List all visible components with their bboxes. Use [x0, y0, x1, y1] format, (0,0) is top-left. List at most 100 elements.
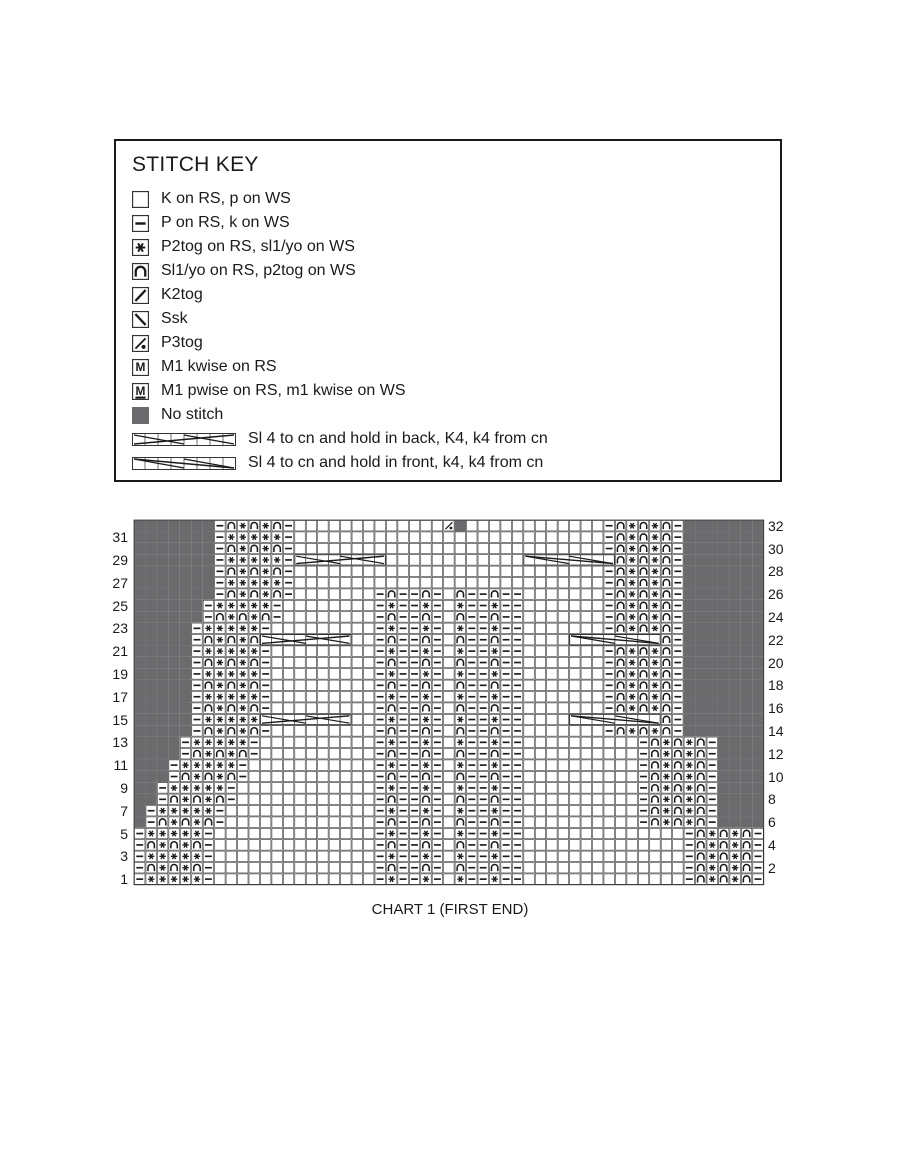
- chart-cell: [374, 816, 386, 828]
- chart-cell: [191, 770, 203, 783]
- chart-cell: [557, 873, 569, 885]
- chart-cell: [294, 656, 306, 669]
- chart-cell: [225, 611, 237, 623]
- chart-cell: [649, 645, 661, 657]
- chart-cell: [569, 599, 581, 612]
- chart-cell: [145, 827, 157, 840]
- chart-cell: [317, 805, 329, 817]
- chart-cell: [180, 736, 192, 748]
- chart-cell: [740, 656, 753, 669]
- chart-cell: [397, 782, 409, 794]
- chart-cell: [294, 805, 306, 817]
- chart-cell: [191, 805, 203, 817]
- chart-cell: [466, 588, 478, 600]
- chart-cell: [454, 713, 466, 726]
- chart-cell: [672, 805, 684, 817]
- chart-cell: [695, 839, 707, 851]
- chart-cell: [305, 759, 317, 771]
- chart-cell: [191, 554, 203, 566]
- chart-cell: [569, 793, 581, 805]
- stitch-key-item: P3tog: [132, 332, 203, 354]
- chart-cell: [271, 520, 283, 532]
- chart-cell: [672, 520, 684, 532]
- chart-cell: [534, 713, 546, 726]
- chart-cell: [717, 770, 730, 783]
- chart-cell: [740, 748, 753, 760]
- chart-cell: [523, 839, 535, 851]
- chart-cell: [660, 599, 672, 612]
- chart-cell: [443, 611, 455, 623]
- row-number-right: 14: [768, 722, 784, 739]
- chart-cell: [225, 622, 237, 634]
- chart-cell: [180, 839, 192, 851]
- chart-cell: [271, 839, 283, 851]
- chart-cell: [248, 736, 260, 748]
- chart-cell: [706, 554, 718, 566]
- chart-cell: [168, 702, 180, 714]
- chart-cell: [615, 679, 627, 691]
- chart-cell: [134, 827, 146, 840]
- chart-cell: [386, 793, 398, 805]
- stitch-key-item: Sl 4 to cn and hold in back, K4, k4 from…: [132, 428, 548, 450]
- chart-cell: [305, 770, 317, 783]
- chart-cell: [534, 759, 546, 771]
- chart-cell: [717, 793, 730, 806]
- chart-cell: [546, 645, 558, 657]
- chart-cell: [145, 748, 157, 760]
- chart-cell: [156, 725, 169, 737]
- chart-cell: [214, 691, 226, 703]
- chart-cell: [477, 873, 489, 885]
- chart-cell: [466, 520, 478, 532]
- chart-cell: [386, 588, 398, 600]
- chart-cell: [305, 839, 317, 851]
- chart-cell: [225, 805, 237, 817]
- chart-cell: [637, 656, 650, 669]
- chart-cell: [752, 565, 764, 578]
- chart-cell: [134, 793, 146, 806]
- chart-cell: [214, 656, 226, 669]
- chart-cell: [741, 873, 753, 885]
- chart-cell: [156, 691, 169, 703]
- chart-cell: [248, 588, 260, 600]
- chart-cell: [408, 702, 421, 714]
- chart-cell: [660, 588, 672, 600]
- chart-cell: [386, 577, 398, 589]
- chart-cell: [546, 736, 558, 748]
- chart-cell: [466, 656, 478, 669]
- chart-cell: [248, 531, 260, 543]
- chart-cell: [191, 634, 203, 646]
- chart-cell: [580, 679, 592, 691]
- chart-cell: [637, 645, 650, 657]
- chart-cell: [569, 622, 581, 634]
- chart-cell: [740, 611, 753, 623]
- chart-cell: [305, 679, 317, 691]
- chart-cell: [603, 520, 615, 532]
- chart-cell: [672, 622, 684, 634]
- chart-cell: [454, 531, 466, 543]
- chart-cell: [706, 611, 718, 623]
- chart-cell: [271, 691, 283, 703]
- chart-cell: [134, 713, 146, 726]
- chart-cell: [466, 805, 478, 817]
- chart-cell: [489, 748, 501, 760]
- chart-cell: [386, 782, 398, 794]
- chart-cell: [191, 702, 203, 714]
- chart-cell: [431, 782, 443, 794]
- chart-cell: [637, 759, 650, 771]
- chart-cell: [237, 645, 249, 657]
- chart-cell: [214, 702, 226, 714]
- chart-cell: [752, 622, 764, 635]
- chart-cell: [752, 679, 764, 692]
- chart-cell: [489, 656, 501, 669]
- row-number-right: 24: [768, 608, 784, 625]
- chart-cell: [752, 770, 764, 783]
- chart-cell: [168, 805, 180, 817]
- chart-cell: [420, 634, 432, 646]
- chart-cell: [294, 622, 306, 634]
- chart-cell: [443, 542, 455, 555]
- chart-cell: [695, 588, 707, 600]
- stitch-key-label: P3tog: [161, 334, 203, 351]
- chart-cell: [740, 565, 753, 578]
- chart-cell: [408, 816, 421, 828]
- chart-cell: [283, 850, 295, 862]
